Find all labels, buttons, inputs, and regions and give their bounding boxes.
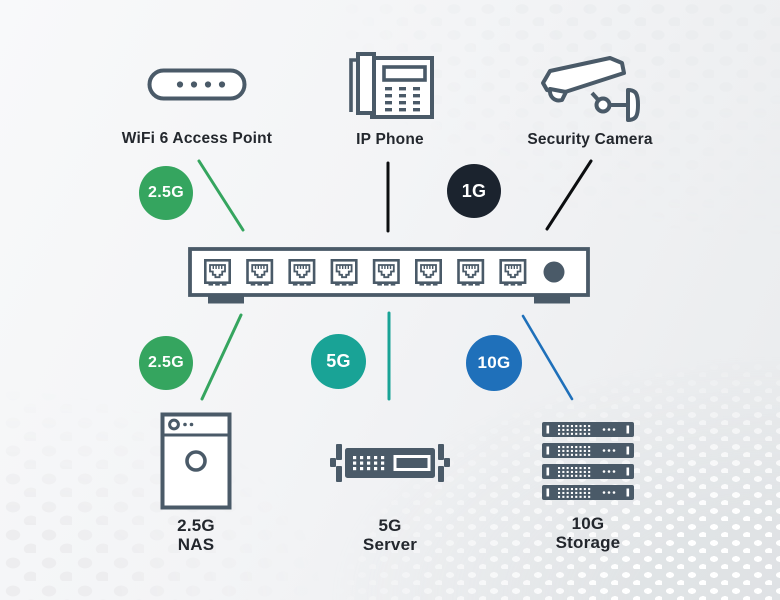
speed-badge-storage: 10G (466, 335, 522, 391)
speed-badge-wifi-ap: 2.5G (139, 166, 193, 220)
device-ip-phone: IP Phone (320, 50, 460, 149)
security-camera-label: Security Camera (527, 131, 653, 148)
wifi-access-point-icon (147, 68, 247, 101)
link-line-security-camera (545, 159, 593, 231)
device-storage: 10G Storage (528, 422, 648, 552)
ip-phone-label: IP Phone (356, 131, 424, 148)
nas-label: 2.5G NAS (177, 516, 215, 554)
speed-badge-server: 5G (311, 334, 366, 389)
link-line-wifi-ap (197, 159, 245, 232)
server-icon (330, 444, 450, 482)
speed-badge-nas: 2.5G (139, 336, 193, 390)
ip-phone-icon (349, 52, 434, 119)
nas-icon (160, 412, 232, 510)
device-wifi-access-point: WiFi 6 Access Point (87, 68, 307, 148)
device-nas: 2.5G NAS (136, 412, 256, 554)
wifi-access-point-label: WiFi 6 Access Point (121, 130, 273, 147)
device-security-camera: Security Camera (520, 52, 660, 149)
link-line-nas (200, 313, 243, 401)
speed-badge-1g: 1G (447, 164, 501, 218)
security-camera-icon (541, 56, 640, 122)
storage-label: 10G Storage (555, 514, 621, 552)
device-server: 5G Server (329, 442, 451, 554)
storage-icon (542, 422, 634, 500)
link-line-storage (521, 314, 574, 401)
network-switch-icon (188, 247, 590, 304)
server-label: 5G Server (362, 516, 418, 554)
